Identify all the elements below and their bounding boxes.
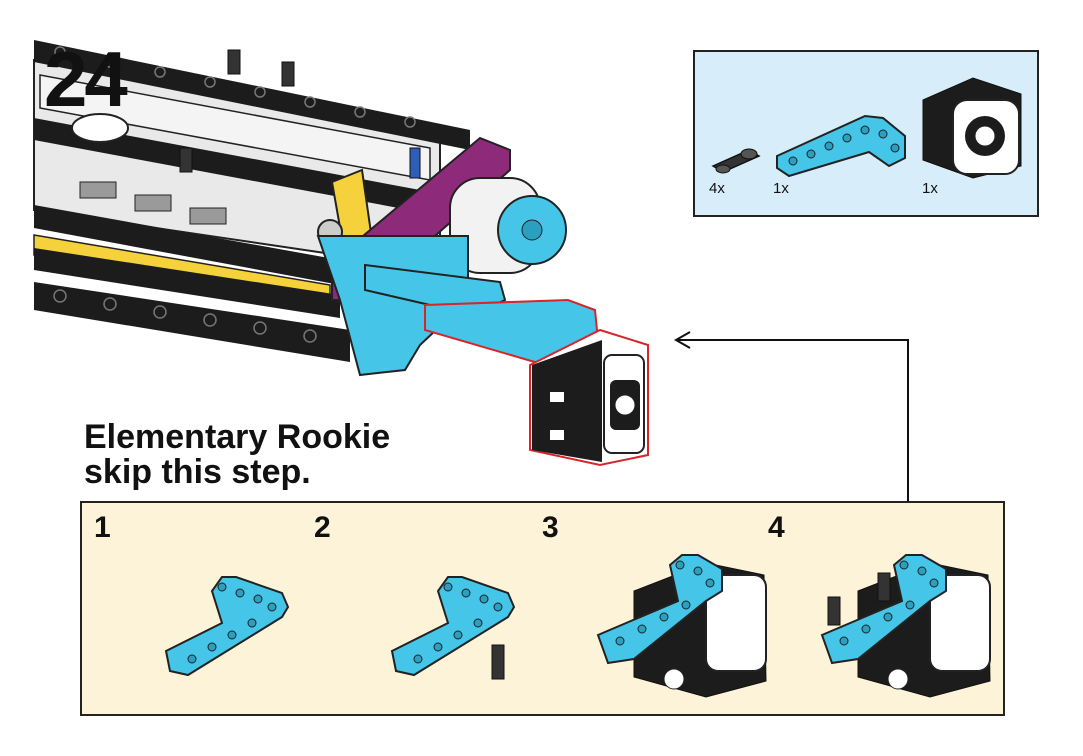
beam-top bbox=[34, 40, 470, 150]
substep-number-2: 2 bbox=[314, 511, 331, 544]
part-quantity: 1x bbox=[773, 180, 789, 197]
main-model-illustration bbox=[33, 40, 649, 467]
hub-port bbox=[189, 207, 227, 225]
hub-port bbox=[134, 194, 172, 212]
callout-arrow bbox=[673, 331, 909, 503]
skip-note-line2: skip this step. bbox=[84, 453, 311, 491]
step-number: 24 bbox=[44, 35, 128, 123]
sensor-icon bbox=[922, 77, 1022, 179]
substep-number-4: 4 bbox=[768, 511, 785, 544]
hub-button bbox=[71, 113, 129, 143]
pins bbox=[179, 49, 421, 179]
skip-note: Elementary Rookie skip this step. bbox=[84, 420, 390, 490]
parts-list-box: 4x 1x 1x bbox=[693, 50, 1039, 217]
substep-2-l-beam-with-peg bbox=[390, 576, 516, 680]
skip-note-line1: Elementary Rookie bbox=[84, 418, 391, 456]
substep-4-sensor-assembly bbox=[820, 554, 991, 698]
connector-peg-icon bbox=[711, 148, 761, 174]
part-quantity: 4x bbox=[709, 180, 725, 197]
beam-holes bbox=[53, 46, 416, 343]
substep-number-1: 1 bbox=[94, 511, 111, 544]
beam-bottom-2 bbox=[34, 282, 350, 362]
new-sensor-side bbox=[532, 340, 602, 462]
substep-number-3: 3 bbox=[542, 511, 559, 544]
substep-3-beam-on-sensor bbox=[596, 554, 767, 698]
part-quantity: 1x bbox=[922, 180, 938, 197]
azure-frame bbox=[316, 235, 469, 377]
hub-port bbox=[79, 181, 117, 199]
sub-assembly-box: 1 2 3 4 bbox=[80, 501, 1005, 716]
beam-lower bbox=[34, 205, 340, 285]
substep-1-l-beam bbox=[164, 576, 290, 677]
beam-mid bbox=[34, 118, 420, 212]
l-beam-icon bbox=[776, 114, 906, 178]
beam-bottom-1 bbox=[34, 248, 340, 318]
